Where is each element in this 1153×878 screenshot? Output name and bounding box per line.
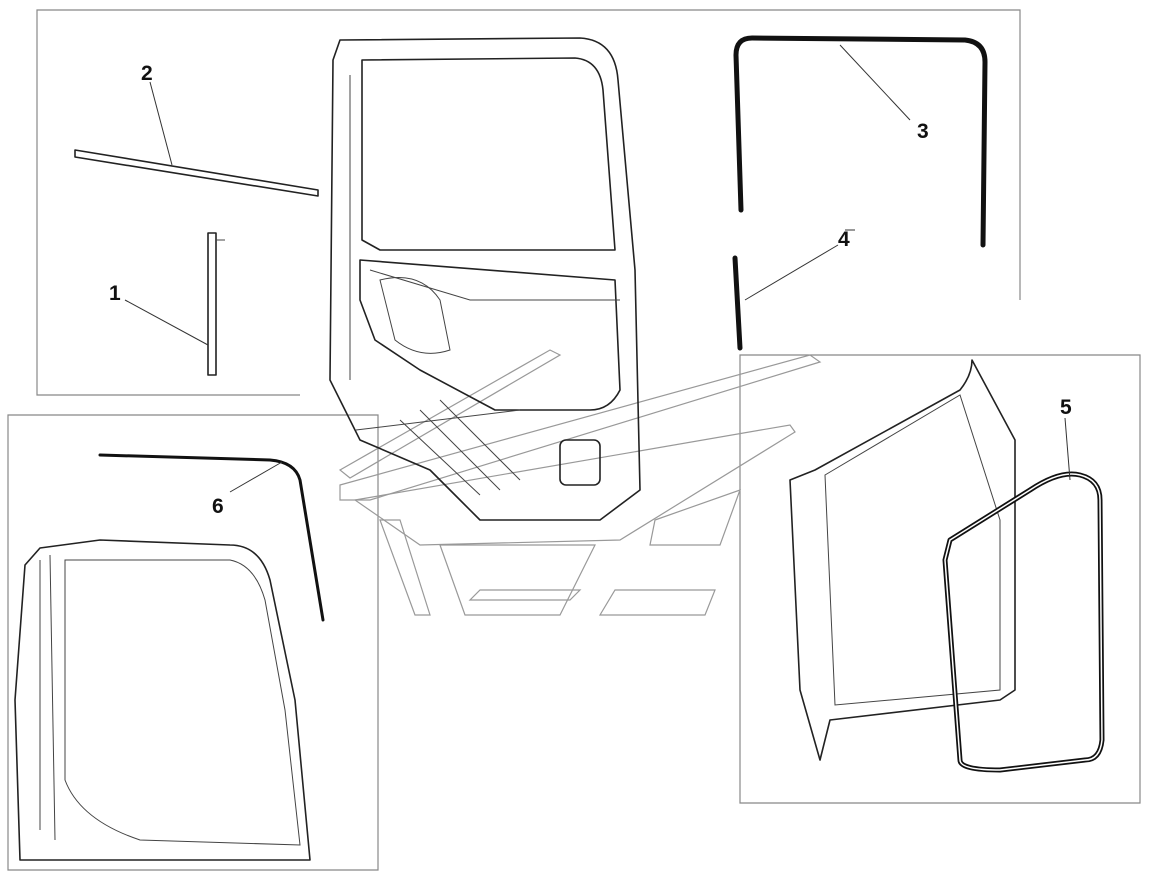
callout-4: 4 bbox=[838, 228, 850, 251]
part-3-window-seal bbox=[733, 35, 988, 248]
callout-3: 3 bbox=[917, 120, 929, 143]
part-2-beltline-strip bbox=[74, 149, 319, 197]
part-5-door-seal-assembly bbox=[789, 359, 1105, 773]
callout-1: 1 bbox=[109, 282, 121, 305]
callout-6: 6 bbox=[212, 495, 224, 518]
cab-left-frame bbox=[14, 539, 311, 861]
top-panel-frame bbox=[36, 9, 1021, 396]
callout-2: 2 bbox=[141, 62, 153, 85]
part-1-channel bbox=[207, 232, 225, 376]
part-6-roof-seal bbox=[98, 453, 325, 622]
callout-5: 5 bbox=[1060, 396, 1072, 419]
bottom-left-panel-frame bbox=[7, 414, 379, 871]
chevron-decoration bbox=[338, 349, 822, 616]
part-4-seal-strip bbox=[732, 255, 743, 351]
right-panel-frame bbox=[739, 354, 1141, 804]
leader-lines bbox=[124, 44, 1071, 493]
door-inner-panel bbox=[329, 37, 641, 521]
